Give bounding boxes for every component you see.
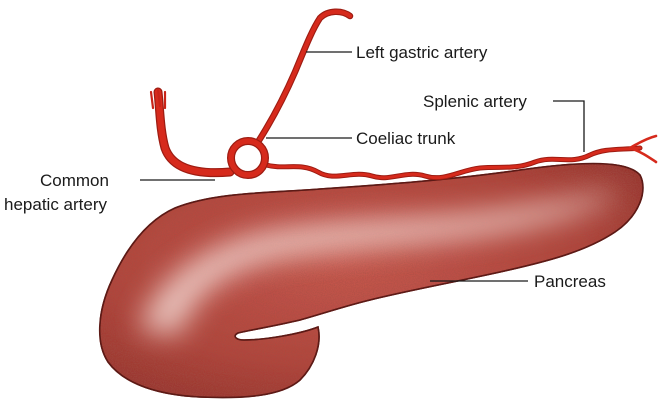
label-splenic-artery: Splenic artery [423,92,527,111]
left-gastric-artery [258,12,350,142]
label-common-hepatic-line2: hepatic artery [4,195,107,214]
coeliac-trunk [231,141,265,175]
label-pancreas: Pancreas [534,272,606,291]
leader-splenic [553,101,584,152]
common-hepatic-artery [151,90,230,173]
label-coeliac-trunk: Coeliac trunk [356,129,456,148]
arteries [151,12,656,178]
label-left-gastric-artery: Left gastric artery [356,43,488,62]
label-common-hepatic-line1: Common [40,171,109,190]
